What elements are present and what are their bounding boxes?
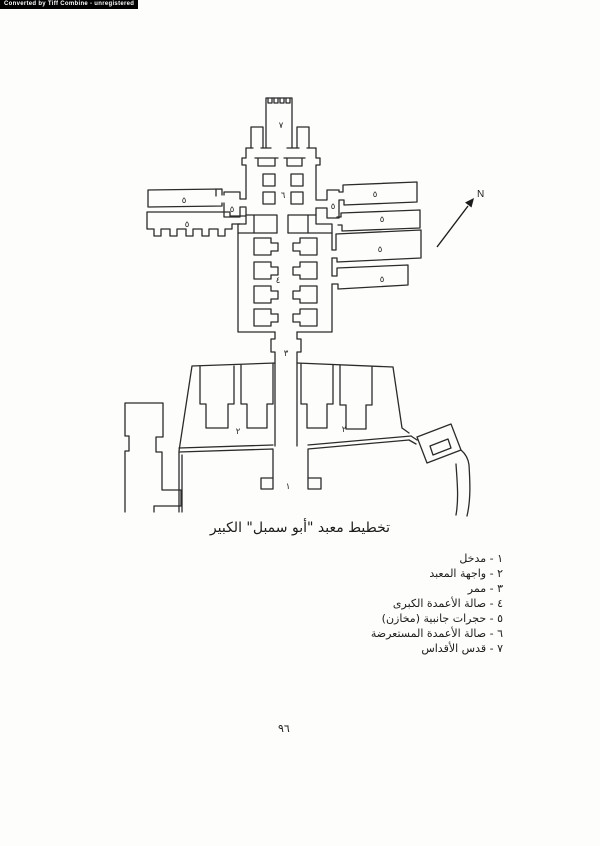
corridor-walls — [270, 331, 302, 364]
legend-item-side-chambers: ٥ - حجرات جانبية (مخازن) — [381, 612, 503, 625]
legend-item-transverse-hall: ٦ - صالة الأعمدة المستعرضة — [370, 627, 503, 640]
east-side-chambers — [315, 181, 422, 290]
tiff-combine-watermark: Converted by Tiff Combine - unregistered — [0, 0, 139, 9]
east-chapel — [408, 423, 471, 517]
temple-plan-drawing — [124, 97, 471, 517]
legend-item-facade: ٢ - واجهة المعبد — [429, 567, 503, 580]
plan-label-sanctuary: ٧ — [279, 121, 284, 131]
transverse-hall-side-walls — [241, 147, 321, 216]
plan-label-corridor: ٣ — [284, 349, 289, 359]
sanctuary-statue-niches — [267, 97, 291, 104]
plan-label-chamber-e1: ٥ — [331, 202, 336, 212]
plan-label-chamber-e5: ٥ — [380, 275, 385, 285]
legend-item-corridor: ٣ - ممر — [467, 582, 503, 595]
plan-label-great-hall: ٤ — [276, 276, 281, 286]
figure-caption: تخطيط معبد "أبو سمبل" الكبير — [209, 520, 391, 536]
north-arrow-head — [465, 198, 474, 208]
plan-label-facade-east: ٢ — [342, 425, 347, 435]
legend-item-great-hall: ٤ - صالة الأعمدة الكبرى — [392, 597, 503, 610]
north-arrow: N — [436, 189, 484, 248]
terrace-and-entrance — [178, 435, 412, 490]
west-annex-structure — [124, 402, 183, 513]
plan-label-facade-west: ٢ — [236, 427, 241, 437]
page-number: ٩٦ — [278, 722, 290, 735]
plan-number-labels: ٧ ٦ ٤ ٣ ٢ ٢ ١ ٥ ٥ ٥ ٥ ٥ ٥ ٥ ٥ — [182, 121, 385, 492]
transverse-hall-altars — [254, 157, 306, 167]
legend-item-sanctuary: ٧ - قدس الأقداس — [421, 642, 503, 655]
plan-label-chamber-w2: ٥ — [230, 205, 235, 215]
vestibule-walls — [237, 214, 333, 234]
north-arrow-shaft — [436, 205, 469, 248]
plan-label-chamber-e2: ٥ — [373, 190, 378, 200]
figure-legend: ١ - مدخل ٢ - واجهة المعبد ٣ - ممر ٤ - صا… — [371, 551, 503, 656]
great-hall-pillars-west — [253, 237, 279, 327]
sanctuary-outline — [265, 97, 293, 149]
sanctuary-side-towers — [250, 126, 310, 149]
facade-colossi — [199, 363, 373, 430]
west-side-chambers — [146, 188, 247, 237]
plan-label-chamber-w3: ٥ — [185, 220, 190, 230]
north-label: N — [477, 189, 484, 200]
legend-item-entrance: ١ - مدخل — [459, 552, 503, 565]
plan-label-chamber-e4: ٥ — [378, 245, 383, 255]
transverse-hall-pillars — [262, 173, 304, 205]
facade-outline — [178, 362, 410, 452]
great-hall-pillars-east — [292, 237, 318, 327]
plan-label-transverse-hall: ٦ — [281, 191, 286, 201]
great-hall-walls — [237, 232, 333, 333]
plan-label-chamber-e3: ٥ — [380, 215, 385, 225]
plan-label-entrance: ١ — [286, 482, 291, 492]
plan-label-chamber-w1: ٥ — [182, 196, 187, 206]
